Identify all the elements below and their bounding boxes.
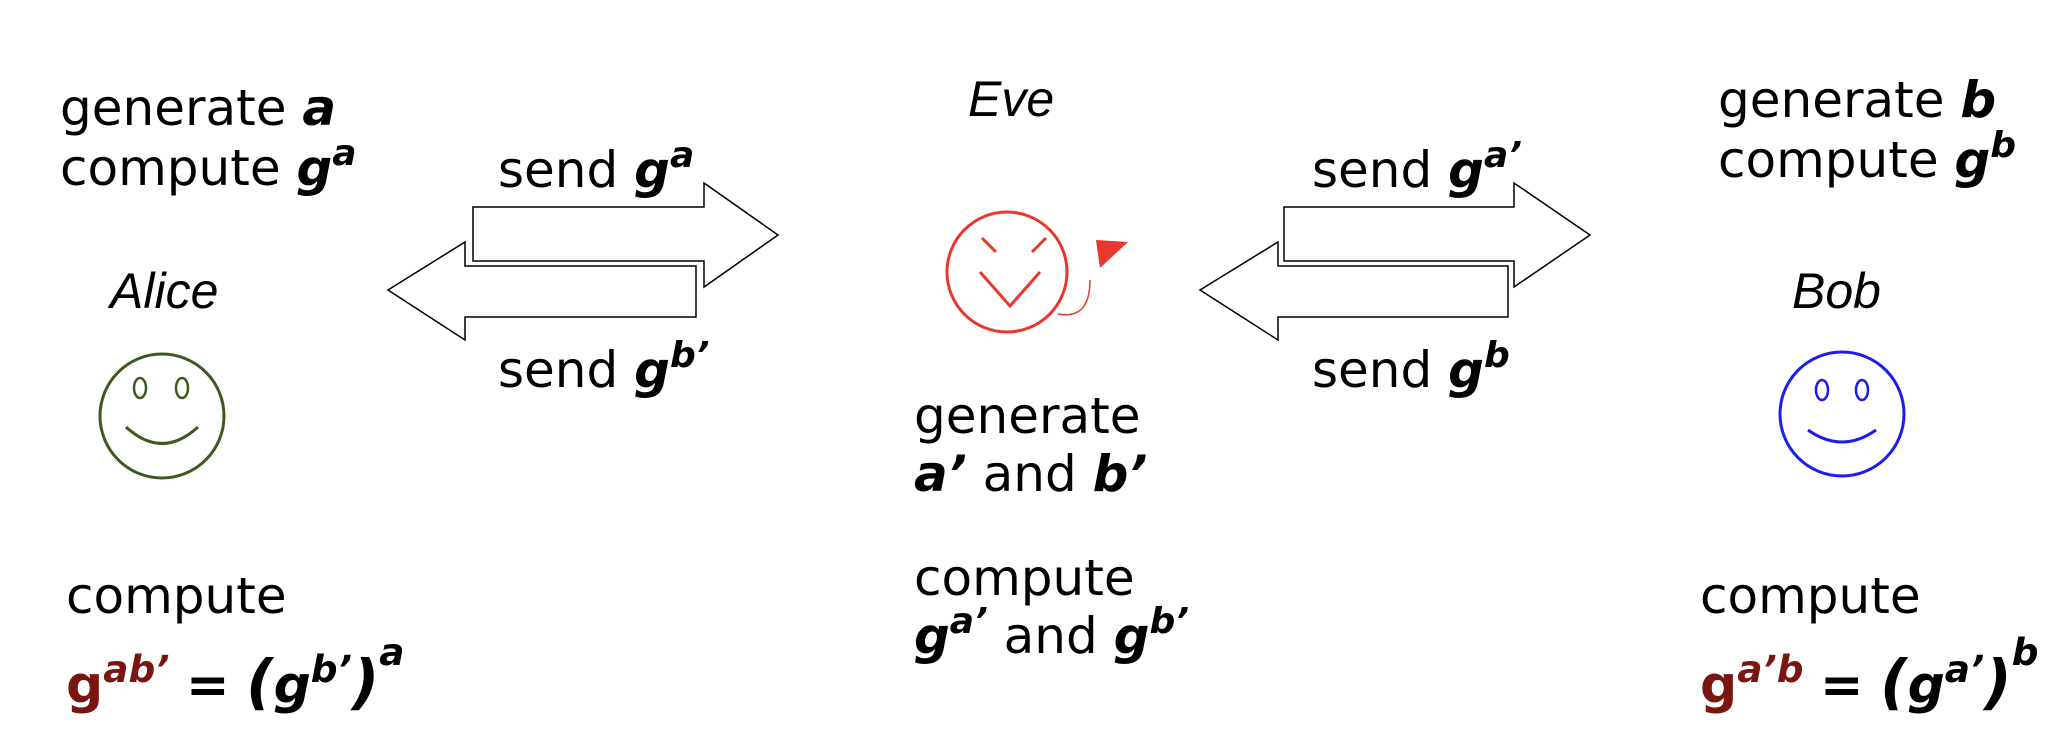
bob-smiley-icon: [1778, 350, 1906, 478]
alice-final-formula: gab’ = (gb’)a: [66, 630, 405, 718]
alice-generate-line: generate a: [60, 79, 337, 137]
bob-final-compute-word: compute: [1700, 567, 1921, 625]
bob-final-formula: ga’b = (ga’)b: [1700, 630, 2039, 718]
right-bottom-send-label: send gb: [1312, 335, 1510, 399]
eve-compute-word: compute: [914, 549, 1135, 607]
bob-compute-line: compute gb: [1718, 125, 2017, 189]
eve-label: Eve: [968, 71, 1055, 127]
bob-generate-var: b: [1960, 71, 1997, 129]
alice-smiley-icon: [98, 352, 226, 480]
right-top-send-label: send ga’: [1312, 135, 1522, 199]
bob-generate-line: generate b: [1718, 71, 1997, 129]
eve-compute-values: ga’ and gb’: [914, 601, 1189, 665]
eve-generate-vars: a’ and b’: [914, 445, 1148, 503]
eve-generate-word: generate: [914, 387, 1141, 445]
alice-generate-var: a: [302, 79, 337, 137]
left-bottom-send-label: send gb’: [498, 335, 710, 399]
bob-label: Bob: [1792, 263, 1881, 319]
alice-label: Alice: [110, 263, 219, 319]
left-top-send-label: send ga: [498, 135, 695, 199]
alice-compute-line: compute ga: [60, 133, 357, 197]
alice-final-compute-word: compute: [66, 567, 287, 625]
eve-devil-icon: [945, 210, 1128, 334]
